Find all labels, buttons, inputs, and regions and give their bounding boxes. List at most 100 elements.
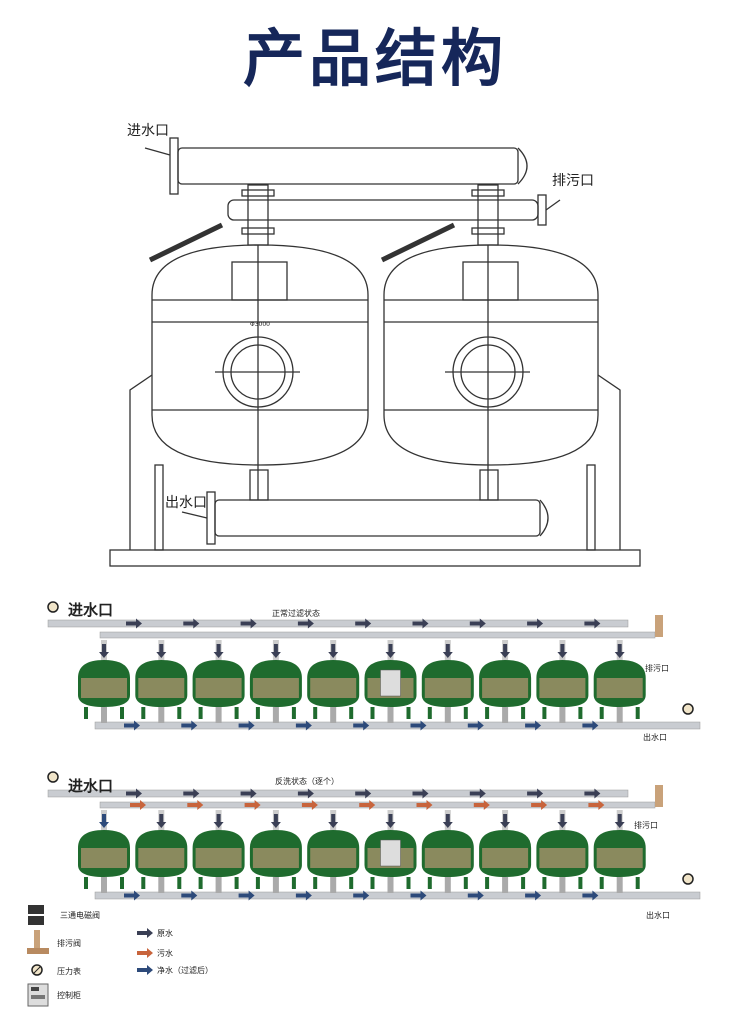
- filter-media: [138, 848, 185, 868]
- flow-arrow: [500, 814, 511, 828]
- clean-water-arrow: [582, 720, 599, 731]
- tank-leg: [198, 877, 203, 889]
- filter-media: [310, 848, 357, 868]
- tank-outlet-pipe: [215, 707, 222, 723]
- tank-outlet-pipe: [215, 877, 222, 893]
- flow-arrow: [385, 814, 396, 828]
- filter-media: [252, 678, 299, 698]
- pressure-gauge-icon: [682, 873, 694, 885]
- outlet-flange: [206, 491, 216, 545]
- tank-outlet-pipe: [272, 877, 279, 893]
- engineering-drawing: [109, 137, 641, 567]
- clean-water-arrow: [238, 890, 255, 901]
- filter-media: [81, 678, 127, 698]
- legend-three-way-valve: 三通电磁阀: [60, 910, 100, 920]
- inlet-flange: [169, 137, 179, 195]
- filter-tank: [364, 640, 417, 723]
- tank-leg: [313, 707, 318, 719]
- tank-leg: [291, 707, 296, 719]
- tank-leg: [255, 877, 260, 889]
- filter-tank: [135, 810, 188, 893]
- outlet-pipe: [214, 499, 541, 537]
- filter-tank: [78, 810, 130, 893]
- tank-leg: [542, 707, 547, 719]
- tank-left: [148, 222, 369, 500]
- filter-tank: [192, 810, 245, 893]
- normal-drain-label: 排污口: [645, 663, 669, 673]
- pressure-gauge-icon: [47, 601, 59, 613]
- flow-arrow: [156, 644, 167, 658]
- tank-leg: [177, 877, 182, 889]
- tank-outlet-pipe: [101, 877, 107, 893]
- tank-outlet-pipe: [387, 877, 394, 893]
- flow-arrow: [270, 814, 281, 828]
- drawing-inlet-label: 进水口: [127, 123, 169, 139]
- clean-water-arrow: [238, 720, 255, 731]
- tank-leg: [599, 877, 604, 889]
- backwash-diagram: [47, 771, 701, 901]
- tank-leg: [427, 877, 432, 889]
- tank-outlet-pipe: [502, 877, 509, 893]
- flow-arrow: [557, 814, 568, 828]
- drain-pipe: [227, 199, 539, 221]
- sewage-arrow: [359, 800, 376, 810]
- legend-drain-valve: 排污阀: [57, 938, 81, 948]
- tank-leg: [406, 707, 411, 719]
- clean-water-arrow: [353, 890, 370, 901]
- raw-water-arrow: [183, 618, 200, 629]
- clean-water-arrow: [181, 720, 198, 731]
- sewage-arrow: [416, 800, 433, 810]
- pressure-gauge-icon: [47, 771, 59, 783]
- tank-leg: [485, 877, 490, 889]
- filter-media: [81, 848, 127, 868]
- tank-leg: [349, 707, 354, 719]
- filter-tank: [364, 810, 417, 893]
- raw-water-arrow: [584, 788, 601, 799]
- legend: 三通电磁阀 排污阀 压力表 控制柜 原水 污水 净水（过滤后）: [27, 905, 213, 1007]
- filter-tank: [479, 640, 532, 723]
- clean-water-arrow: [353, 720, 370, 731]
- clean-water-arrow: [410, 890, 427, 901]
- clean-water-arrow: [295, 720, 312, 731]
- legend-raw-water: 原水: [157, 928, 173, 938]
- flow-arrow: [442, 644, 453, 658]
- tank-outlet-pipe: [502, 707, 509, 723]
- inlet-pipe: [177, 147, 519, 185]
- base-frame: [109, 549, 641, 567]
- filter-tank: [536, 810, 589, 893]
- tank-leg: [349, 877, 354, 889]
- clean-water-arrow: [295, 890, 312, 901]
- filter-tank: [307, 640, 360, 723]
- clean-water-arrow: [467, 890, 484, 901]
- tank-outlet-pipe: [387, 707, 394, 723]
- filter-tank: [593, 640, 646, 723]
- tank-leg: [578, 877, 583, 889]
- filter-tank: [135, 640, 188, 723]
- tank-leg: [635, 707, 640, 719]
- filter-media: [482, 848, 529, 868]
- tank-outlet-pipe: [330, 877, 337, 893]
- raw-water-arrow: [527, 788, 544, 799]
- tank-outlet-pipe: [559, 707, 566, 723]
- flow-arrow: [500, 644, 511, 658]
- sewage-arrow: [130, 800, 146, 810]
- tank-leg: [141, 877, 146, 889]
- clean-water-arrow: [181, 890, 198, 901]
- tank-leg: [198, 707, 203, 719]
- tank-leg: [84, 707, 88, 719]
- sewage-arrow: [531, 800, 548, 810]
- tank-leg: [313, 877, 318, 889]
- sewage-arrow: [244, 800, 261, 810]
- tank-outlet-pipe: [559, 877, 566, 893]
- sewage-arrow: [301, 800, 318, 810]
- inlet-pipe: [47, 619, 629, 628]
- drain-valve-icon: [27, 930, 49, 954]
- tank-leg: [406, 877, 411, 889]
- drawing-outlet-label: 出水口: [165, 495, 207, 511]
- filter-tank: [249, 810, 302, 893]
- clean-water-arrow: [124, 720, 140, 731]
- legend-control-cabinet: 控制柜: [57, 990, 81, 1000]
- normal-filtration-diagram: [47, 601, 701, 731]
- tank-outlet-pipe: [616, 707, 623, 723]
